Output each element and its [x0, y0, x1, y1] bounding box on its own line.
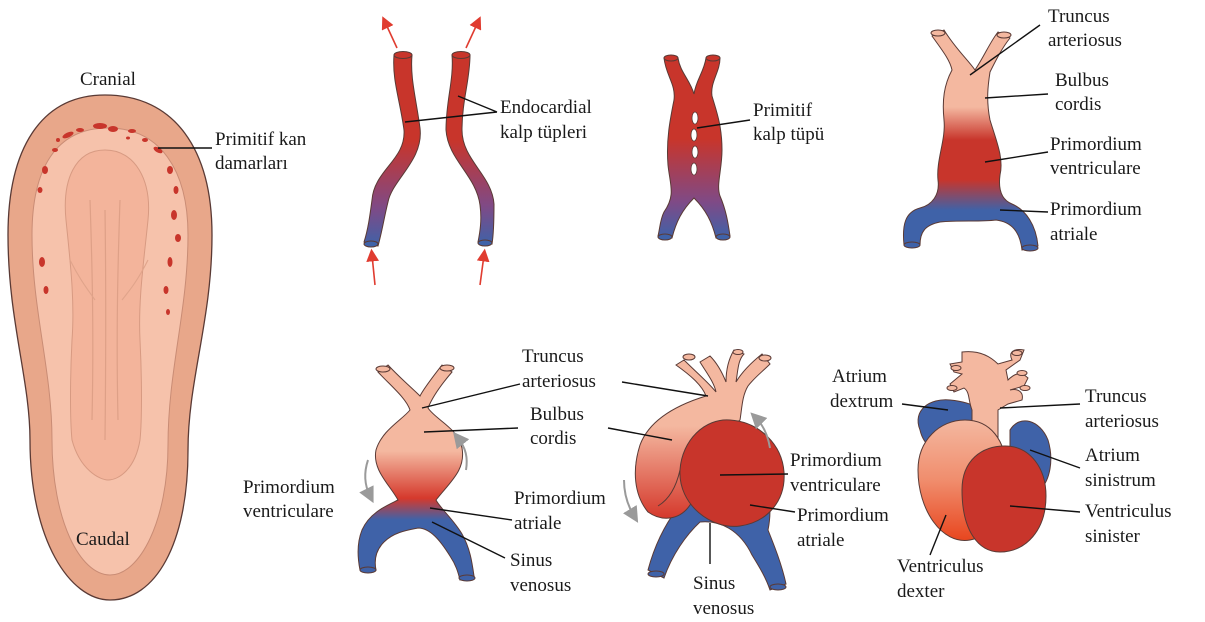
s4-truncus-label-2: arteriosus — [522, 371, 596, 392]
s4-sinus-label-2: venosus — [510, 575, 571, 596]
s6-atrium-dextrum-label-1: Atrium — [832, 366, 887, 387]
s4-truncus-label-1: Truncus — [522, 346, 584, 367]
s4-ventricle-label-1: Primordium — [243, 477, 335, 498]
s6-atrium-sinistrum-label-2: sinistrum — [1085, 470, 1156, 491]
s3-bulbus-leader — [985, 94, 1048, 98]
s4-bulbus-label-1: Bulbus — [530, 404, 584, 425]
embryo-disc — [8, 95, 212, 600]
s6-truncus-label-2: arteriosus — [1085, 411, 1159, 432]
endocardial-label-line1: Endocardial — [500, 97, 592, 118]
s6-ventriculus-sinister-label-1: Ventriculus — [1085, 501, 1172, 522]
s3-atrium-label-1: Primordium — [1050, 199, 1142, 220]
s5-rotation-arrow-left — [624, 480, 634, 516]
s6-truncus-label-1: Truncus — [1085, 386, 1147, 407]
s6-ventriculus-dexter-label-2: dexter — [897, 581, 945, 602]
endocardial-label-line2: kalp tüpleri — [500, 122, 587, 143]
caudal-label: Caudal — [76, 529, 130, 550]
s3-bulbus-label-1: Bulbus — [1055, 70, 1109, 91]
vessels-label-line2: damarları — [215, 153, 288, 174]
s4-rotation-arrow-left — [365, 460, 370, 496]
s5-ventricle-leader — [720, 474, 788, 475]
endocardial-tube-right — [446, 52, 494, 247]
s3-ventricle-label-1: Primordium — [1050, 134, 1142, 155]
heart-tube-stage4 — [358, 365, 475, 581]
heart-tube-stage3 — [903, 30, 1038, 251]
s5-sinus-label-2: venosus — [693, 598, 754, 619]
s5-truncus-leader — [622, 382, 708, 396]
s5-atrium-label-2: atriale — [797, 530, 844, 551]
s6-atrium-dextrum-label-2: dextrum — [830, 391, 894, 412]
s3-ventricle-label-2: ventriculare — [1050, 158, 1141, 179]
s5-sinus-label-1: Sinus — [693, 573, 735, 594]
s5-atrium-label-1: Primordium — [797, 505, 889, 526]
primitive-tube-label-line1: Primitif — [753, 100, 813, 121]
s3-truncus-label-1: Truncus — [1048, 6, 1110, 27]
s5-ventricle-label-1: Primordium — [790, 450, 882, 471]
s6-truncus-leader — [1000, 404, 1080, 408]
s3-bulbus-label-2: cordis — [1055, 94, 1101, 115]
s4-atrium-label-2: atriale — [514, 513, 561, 534]
cranial-label: Cranial — [80, 69, 136, 90]
s4-atrium-label-1: Primordium — [514, 488, 606, 509]
s6-atrium-sinistrum-label-1: Atrium — [1085, 445, 1140, 466]
s3-truncus-label-2: arteriosus — [1048, 30, 1122, 51]
s5-ventricle-label-2: ventriculare — [790, 475, 881, 496]
s3-atrium-label-2: atriale — [1050, 224, 1097, 245]
primitive-tube-label-line2: kalp tüpü — [753, 124, 825, 145]
s6-ventriculus-sinister-label-2: sinister — [1085, 526, 1141, 547]
endocardial-tube-left — [364, 52, 420, 248]
s4-ventricle-label-2: ventriculare — [243, 501, 334, 522]
s4-sinus-label-1: Sinus — [510, 550, 552, 571]
s6-ventriculus-dexter-label-1: Ventriculus — [897, 556, 984, 577]
vessels-label-line1: Primitif kan — [215, 129, 307, 150]
primitive-heart-tube — [658, 55, 730, 240]
s4-bulbus-label-2: cordis — [530, 428, 576, 449]
